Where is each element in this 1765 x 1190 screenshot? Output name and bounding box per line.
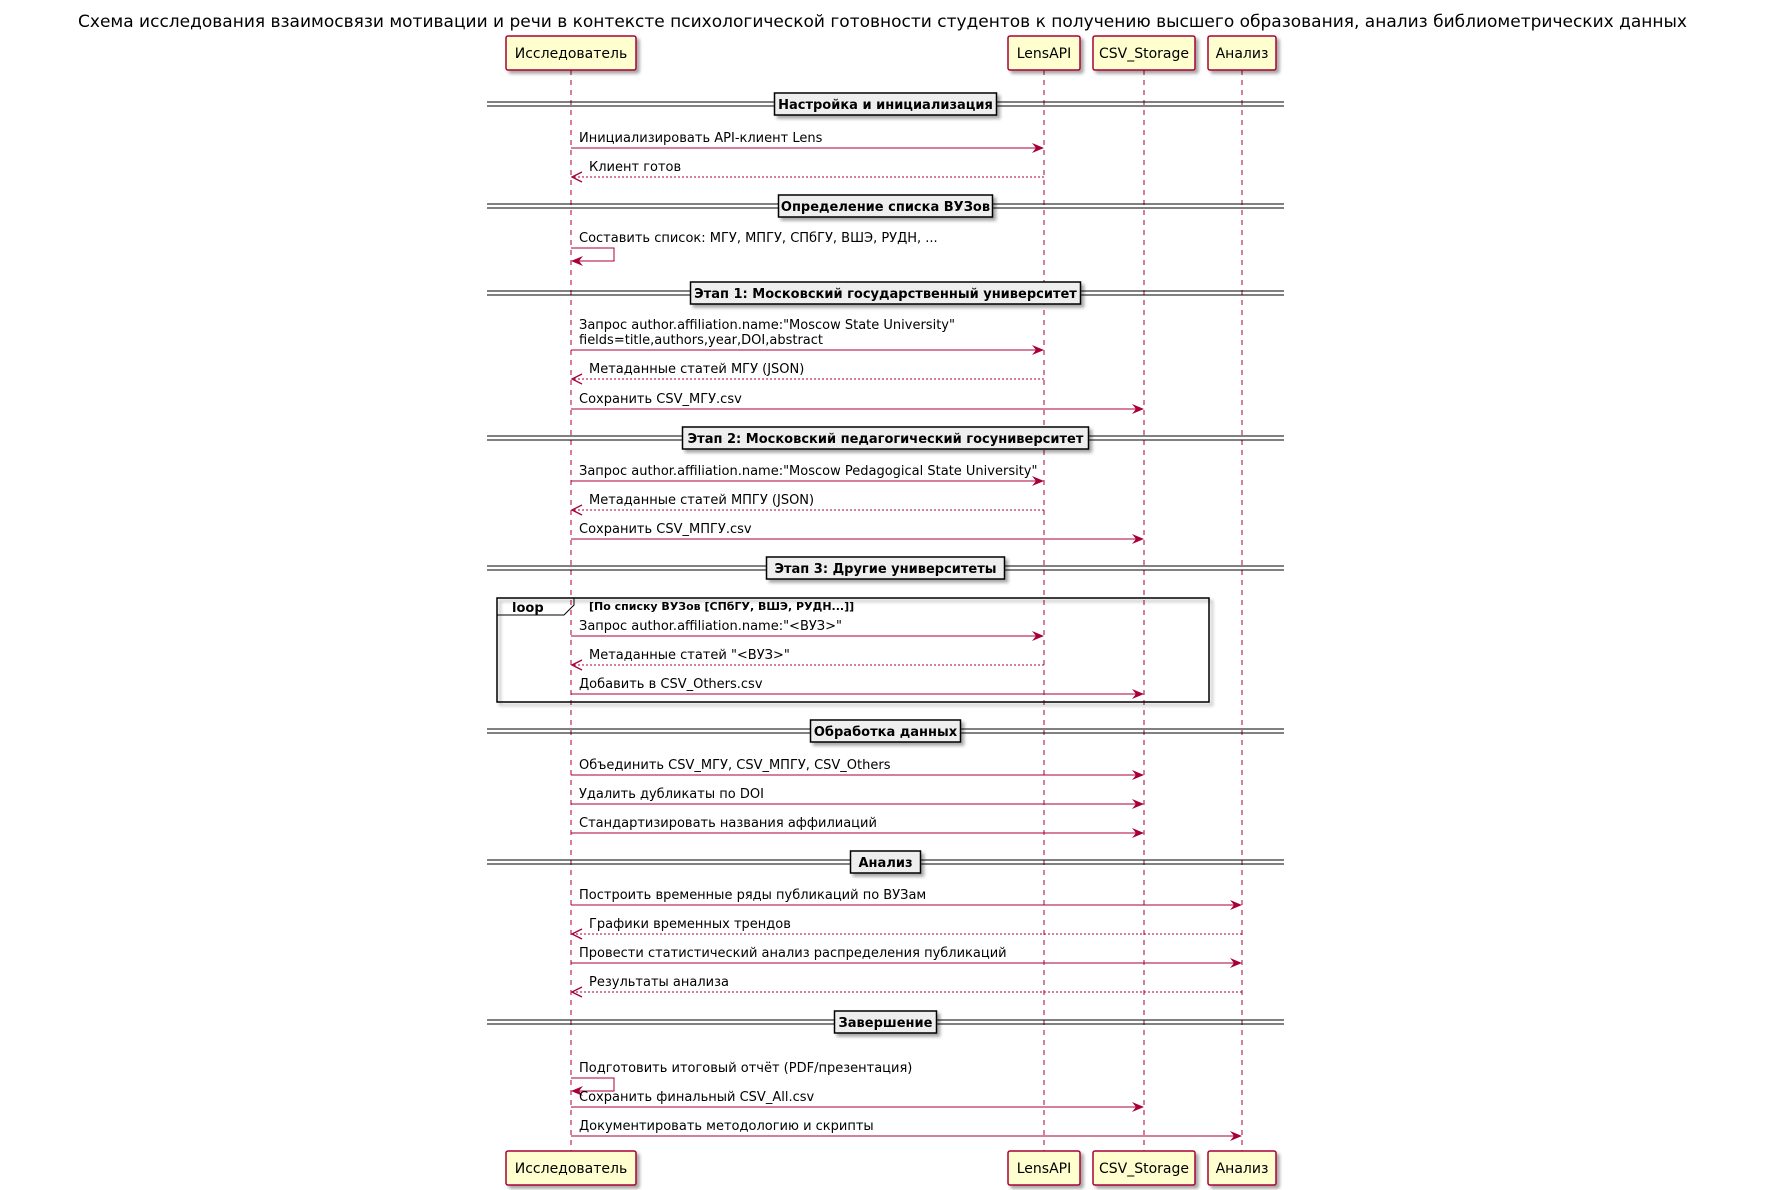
message-label: Удалить дубликаты по DOI: [579, 787, 764, 802]
participant-label-storage-bottom: CSV_Storage: [1099, 1161, 1189, 1177]
participant-label-lensapi-top: LensAPI: [1017, 46, 1071, 62]
loop-tab: [497, 598, 575, 616]
participant-label-researcher-top: Исследователь: [515, 46, 627, 62]
self-message-arrow: [571, 1077, 615, 1096]
divider-box: [809, 719, 962, 743]
self-message-label: Составить список: МГУ, МПГУ, СПбГУ, ВШЭ,…: [579, 231, 938, 246]
divider-label: Этап 3: Другие университеты: [774, 562, 996, 577]
participant-label-lensapi-bottom: LensAPI: [1017, 1161, 1071, 1177]
divider-label: Определение списка ВУЗов: [781, 200, 990, 215]
message-label: Добавить в CSV_Others.csv: [579, 677, 763, 692]
divider-box: [849, 850, 922, 874]
divider-box: [773, 92, 998, 116]
message-label: Графики временных трендов: [589, 917, 791, 932]
message-label: Объединить CSV_МГУ, CSV_МПГУ, CSV_Others: [579, 758, 891, 773]
message-label: Метаданные статей "<ВУЗ>": [589, 648, 790, 663]
participant-box-lensapi-bottom: [1007, 1150, 1081, 1186]
participant-label-storage-top: CSV_Storage: [1099, 46, 1189, 62]
participant-box-researcher-top: [505, 35, 637, 71]
participant-label-analysis-bottom: Анализ: [1216, 1161, 1269, 1177]
participant-box-researcher-bottom: [505, 1150, 637, 1186]
participant-box-lensapi-top: [1007, 35, 1081, 71]
participant-box-storage-bottom: [1092, 1150, 1196, 1186]
message-label: Результаты анализа: [589, 975, 729, 990]
divider-box: [833, 1010, 938, 1034]
divider-box: [689, 281, 1082, 305]
message-label: Сохранить финальный CSV_All.csv: [579, 1090, 814, 1105]
message-label: Клиент готов: [589, 160, 681, 175]
participant-label-analysis-top: Анализ: [1216, 46, 1269, 62]
participant-box-analysis-top: [1207, 35, 1277, 71]
divider-label: Этап 2: Московский педагогический госуни…: [688, 432, 1084, 447]
participant-label-researcher-bottom: Исследователь: [515, 1161, 627, 1177]
loop-keyword: loop: [512, 601, 544, 616]
divider-label: Настройка и инициализация: [778, 98, 993, 113]
message-label: Запрос author.affiliation.name:"Moscow P…: [579, 464, 1037, 479]
divider-label: Завершение: [839, 1016, 933, 1031]
message-label: Провести статистический анализ распредел…: [579, 946, 1007, 961]
self-message-arrow: [571, 247, 615, 266]
message-label: fields=title,authors,year,DOI,abstract: [579, 333, 823, 348]
message-label: Метаданные статей МГУ (JSON): [589, 362, 804, 377]
message-label: Построить временные ряды публикаций по В…: [579, 888, 926, 903]
self-message-label: Подготовить итоговый отчёт (PDF/презента…: [579, 1061, 912, 1076]
divider-box: [777, 194, 994, 218]
loop-frame: [496, 597, 1210, 703]
divider-box: [765, 556, 1006, 580]
message-label: Сохранить CSV_МПГУ.csv: [579, 522, 752, 537]
message-label: Метаданные статей МПГУ (JSON): [589, 493, 814, 508]
message-label: Документировать методологию и скрипты: [579, 1119, 874, 1134]
message-label: Запрос author.affiliation.name:"<ВУЗ>": [579, 619, 842, 634]
message-label: Инициализировать API-клиент Lens: [579, 131, 823, 146]
message-label: Запрос author.affiliation.name:"Moscow S…: [579, 318, 955, 333]
message-label: Стандартизировать названия аффилиаций: [579, 816, 877, 831]
message-label: Сохранить CSV_МГУ.csv: [579, 392, 742, 407]
divider-label: Анализ: [859, 856, 913, 871]
participant-box-storage-top: [1092, 35, 1196, 71]
participant-box-analysis-bottom: [1207, 1150, 1277, 1186]
diagram-title: Схема исследования взаимосвязи мотивации…: [78, 12, 1687, 32]
divider-label: Этап 1: Московский государственный униве…: [694, 287, 1077, 302]
divider-box: [681, 426, 1090, 450]
divider-label: Обработка данных: [814, 725, 958, 740]
loop-condition: [По списку ВУЗов [СПбГУ, ВШЭ, РУДН...]]: [589, 600, 854, 613]
